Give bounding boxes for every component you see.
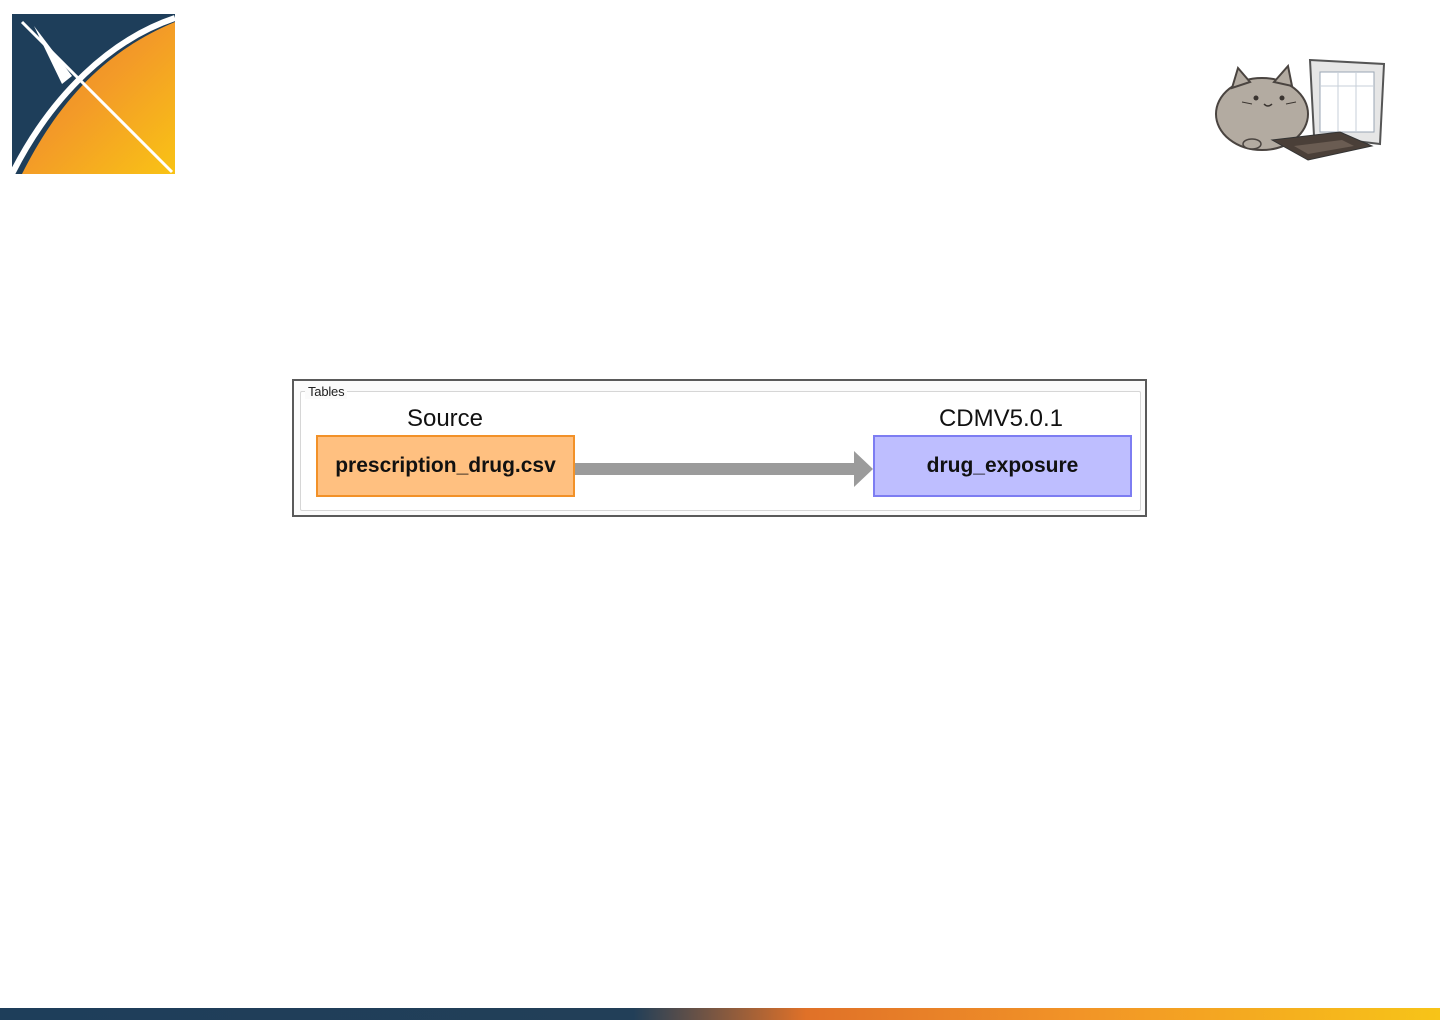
cat-laptop-icon xyxy=(1212,52,1392,170)
source-table-box[interactable]: prescription_drug.csv xyxy=(316,435,575,497)
arrow-right-icon[interactable] xyxy=(575,450,873,488)
ohdsi-logo-icon xyxy=(12,14,175,174)
source-table-label: prescription_drug.csv xyxy=(335,454,556,478)
bottom-gradient-bar xyxy=(0,1008,1440,1020)
tables-panel: Tables Source CDMV5.0.1 prescription_dru… xyxy=(292,379,1147,517)
target-header: CDMV5.0.1 xyxy=(872,405,1130,433)
tables-legend: Tables xyxy=(305,384,347,399)
target-table-label: drug_exposure xyxy=(927,454,1079,478)
target-table-box[interactable]: drug_exposure xyxy=(873,435,1132,497)
source-header: Source xyxy=(316,405,574,433)
